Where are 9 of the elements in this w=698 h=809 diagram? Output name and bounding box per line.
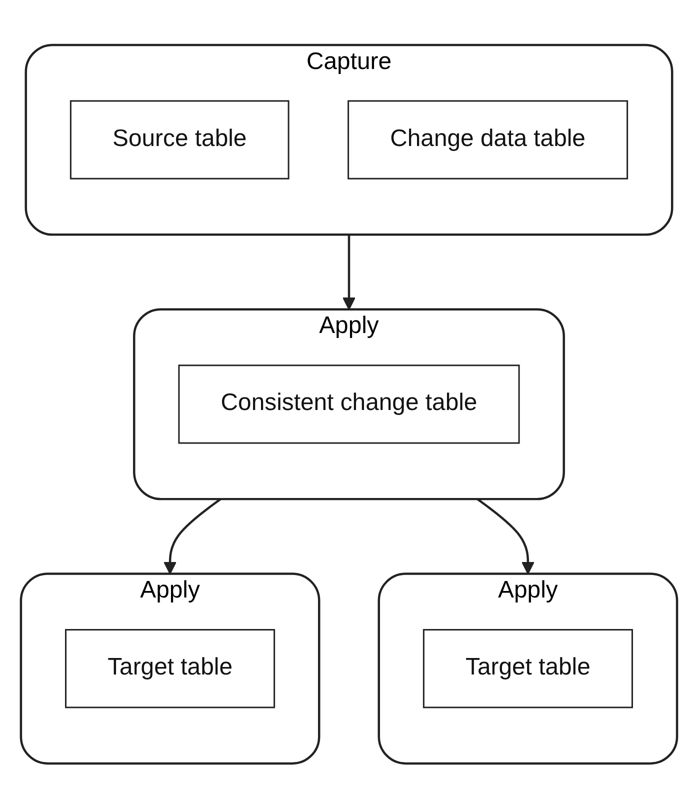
table-box: Consistent change table (178, 364, 520, 444)
table-box: Target table (65, 629, 276, 708)
panel-title: Apply (498, 578, 558, 604)
table-box: Target table (422, 629, 633, 708)
panel-title: Capture (306, 50, 392, 76)
table-box: Source table (70, 100, 290, 180)
table-box: Change data table (348, 100, 628, 180)
panel-title: Apply (140, 578, 200, 604)
panel-title: Apply (319, 314, 379, 340)
